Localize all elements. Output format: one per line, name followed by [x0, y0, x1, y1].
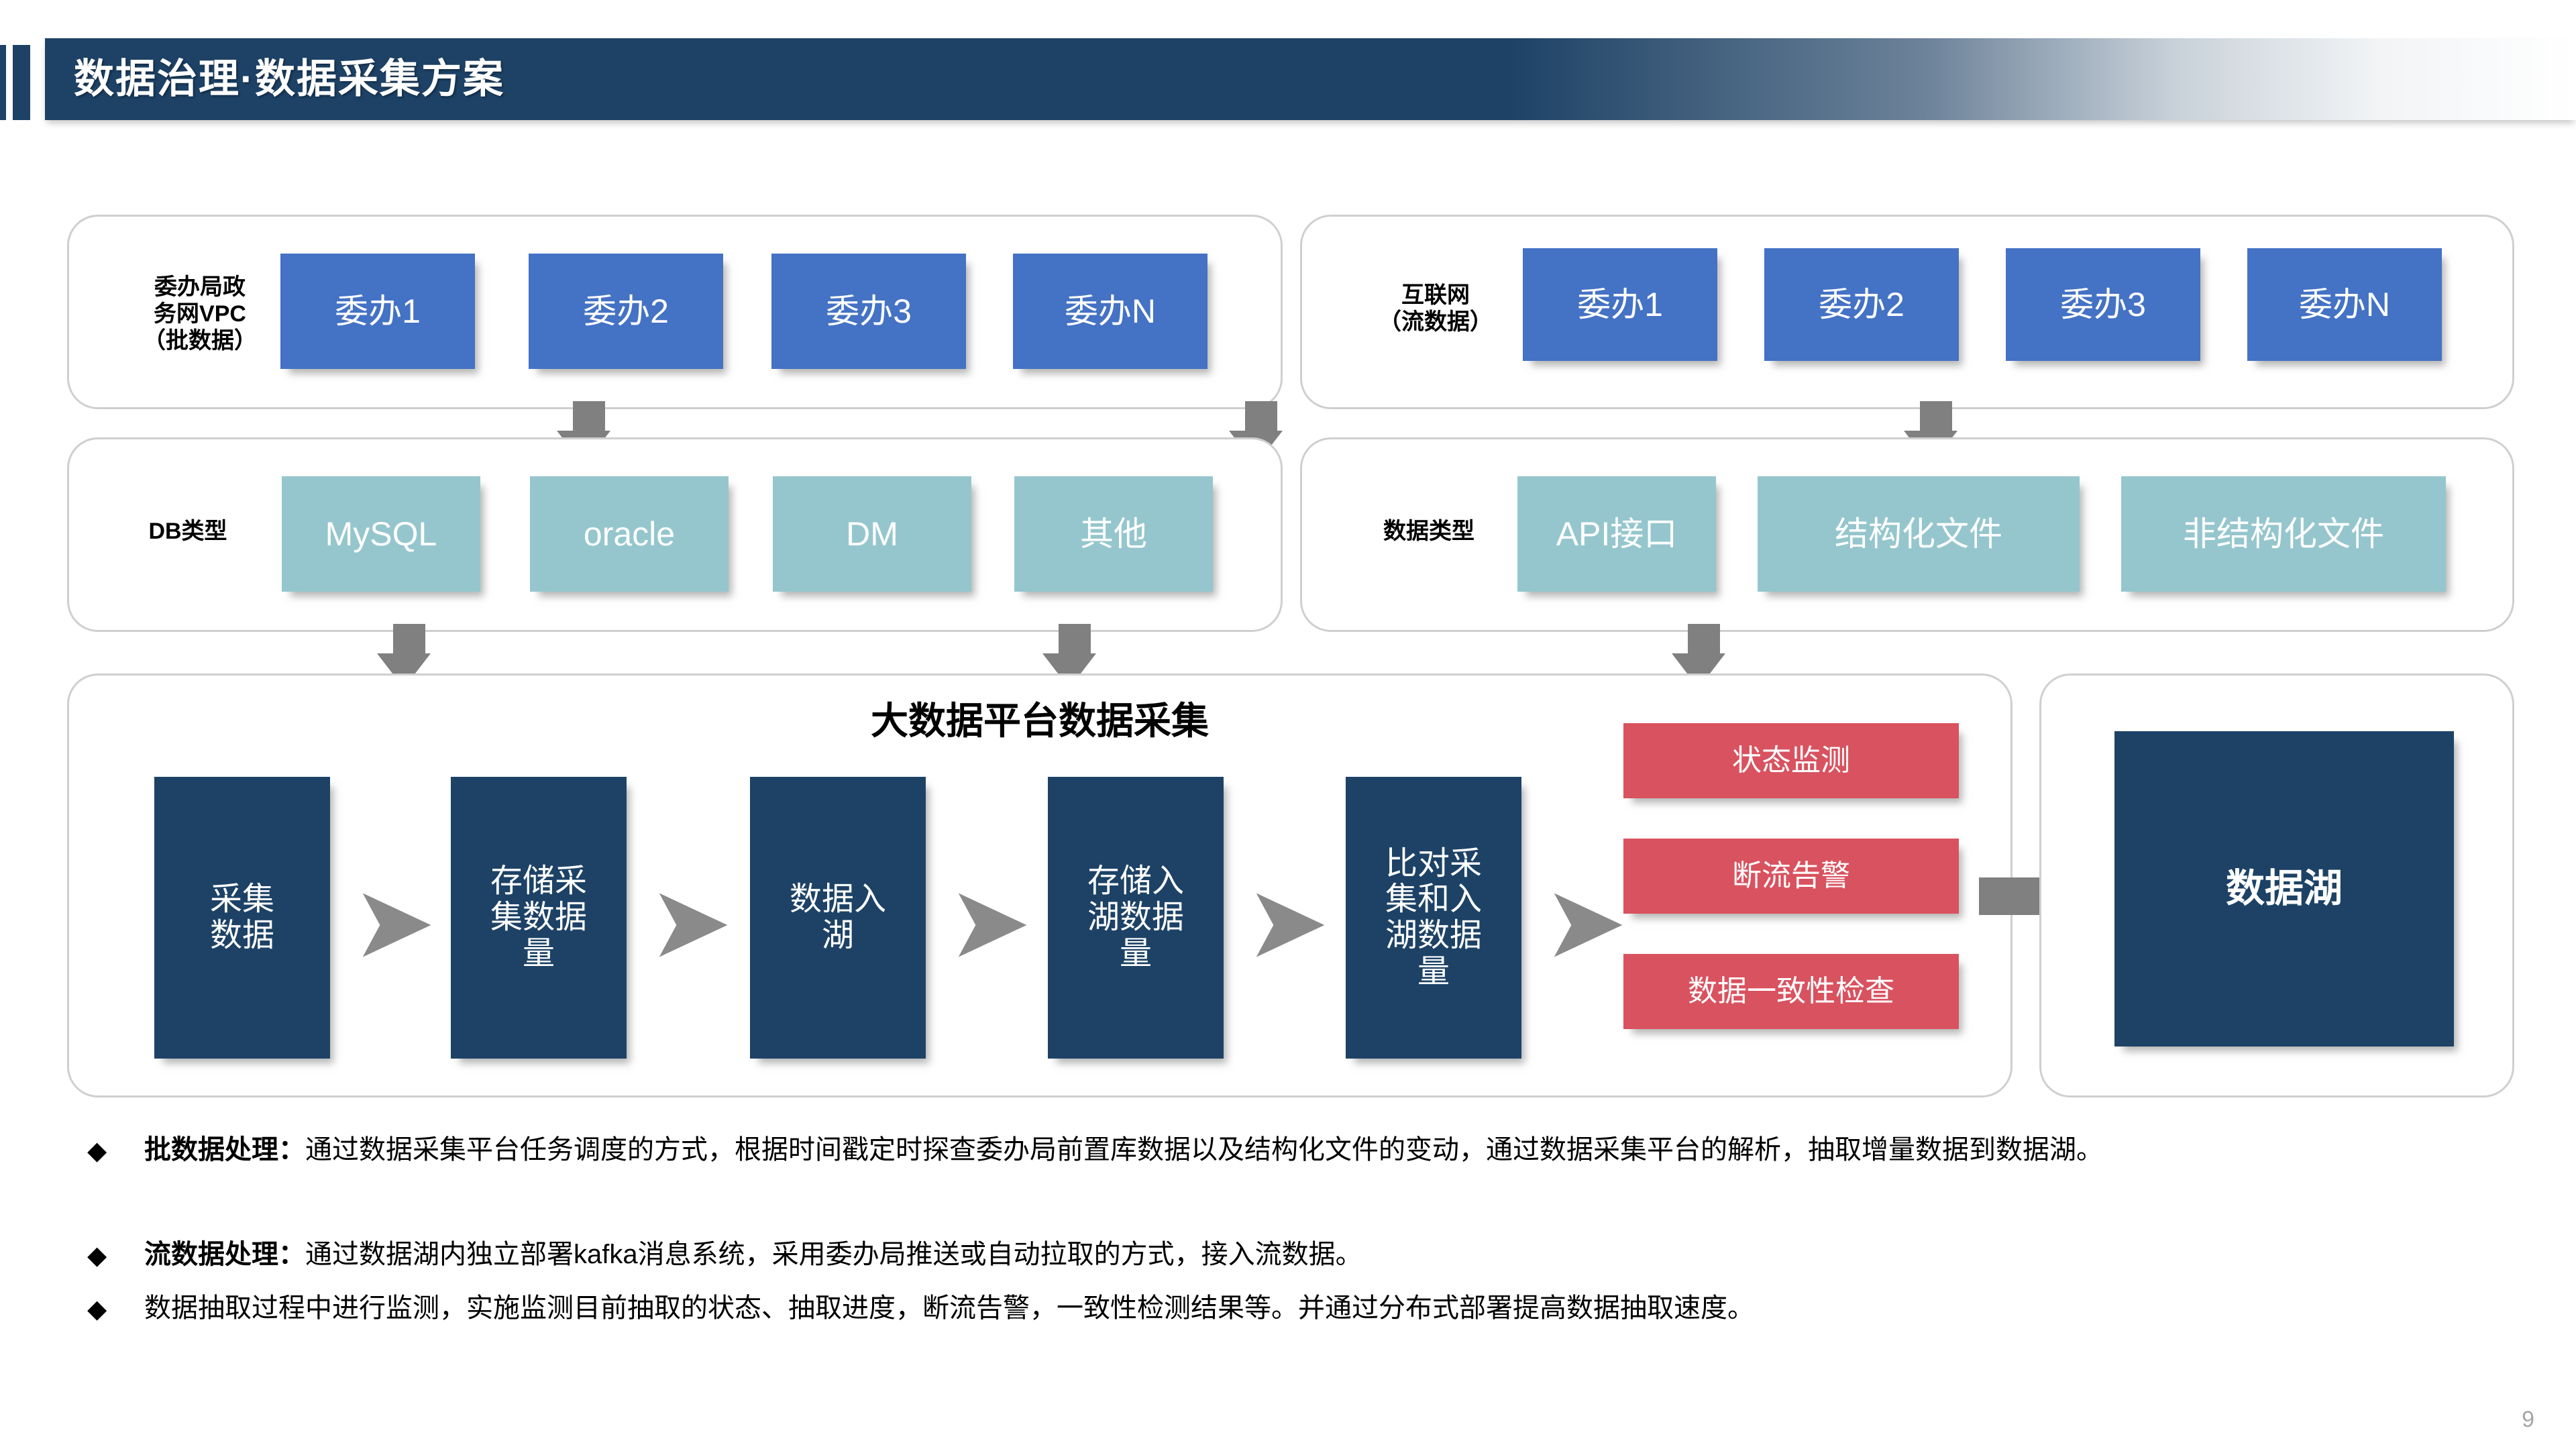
type-card-left-1[interactable]: MySQL — [282, 476, 480, 592]
type-right-panel-label: 数据类型 — [1383, 519, 1474, 544]
bullet-body-1: 通过数据采集平台任务调度的方式，根据时间戳定时探查委办局前置库数据以及结构化文件… — [305, 1135, 2103, 1165]
title-accent-thin-bar — [0, 45, 6, 120]
page-number: 9 — [2522, 1407, 2534, 1432]
list-item: ◆ 数据抽取过程中进行监测，实施监测目前抽取的状态、抽取进度，断流告警，一致性检… — [0, 1287, 2576, 1338]
bullet-bold-2: 流数据处理： — [144, 1240, 305, 1269]
source-right-panel-label: 互联网 （流数据） — [1379, 282, 1493, 335]
process-chevron-4: ➤ — [1245, 864, 1330, 981]
bullet-diamond-icon: ◆ — [87, 1294, 107, 1324]
data-lake-card[interactable]: 数据湖 — [2114, 731, 2454, 1046]
process-chevron-5: ➤ — [1543, 864, 1627, 981]
process-step-1[interactable]: 采集 数据 — [154, 777, 330, 1059]
platform-panel-title: 大数据平台数据采集 — [871, 700, 1209, 742]
process-step-4[interactable]: 存储入 湖数据 量 — [1048, 777, 1224, 1059]
bullet-text-1: 批数据处理：通过数据采集平台任务调度的方式，根据时间戳定时探查委办局前置库数据以… — [144, 1128, 2532, 1172]
slide-title-bar: 数据治理·数据采集方案 — [0, 38, 2576, 120]
title-plate — [45, 38, 2576, 120]
source-card-left-4[interactable]: 委办N — [1013, 254, 1208, 369]
type-card-right-3[interactable]: 非结构化文件 — [2121, 476, 2446, 592]
list-item: ◆ 批数据处理：通过数据采集平台任务调度的方式，根据时间戳定时探查委办局前置库数… — [0, 1128, 2576, 1230]
type-left-panel-label: DB类型 — [148, 519, 227, 544]
type-card-right-2[interactable]: 结构化文件 — [1758, 476, 2080, 592]
source-card-right-4[interactable]: 委办N — [2247, 248, 2442, 361]
process-chevron-3: ➤ — [947, 864, 1032, 981]
bullet-text-3: 数据抽取过程中进行监测，实施监测目前抽取的状态、抽取进度，断流告警，一致性检测结… — [144, 1287, 2532, 1330]
process-step-5[interactable]: 比对采 集和入 湖数据 量 — [1346, 777, 1521, 1059]
bullet-diamond-icon: ◆ — [87, 1136, 107, 1165]
page-title: 数据治理·数据采集方案 — [74, 56, 504, 101]
source-card-left-2[interactable]: 委办2 — [529, 254, 723, 369]
source-card-right-2[interactable]: 委办2 — [1764, 248, 1959, 361]
type-card-left-2[interactable]: oracle — [530, 476, 729, 592]
source-left-panel-label: 委办局政 务网VPC （批数据） — [143, 274, 257, 354]
bullet-diamond-icon: ◆ — [87, 1240, 107, 1270]
monitor-card-2[interactable]: 断流告警 — [1623, 839, 1959, 914]
bullet-list: ◆ 批数据处理：通过数据采集平台任务调度的方式，根据时间戳定时探查委办局前置库数… — [0, 1128, 2576, 1340]
source-card-left-3[interactable]: 委办3 — [771, 254, 966, 369]
monitor-card-1[interactable]: 状态监测 — [1623, 723, 1959, 798]
source-card-left-1[interactable]: 委办1 — [280, 254, 475, 369]
process-step-2[interactable]: 存储采 集数据 量 — [451, 777, 627, 1059]
source-card-right-3[interactable]: 委办3 — [2006, 248, 2200, 361]
source-card-right-1[interactable]: 委办1 — [1523, 248, 1717, 361]
type-card-left-3[interactable]: DM — [773, 476, 971, 592]
monitor-card-3[interactable]: 数据一致性检查 — [1623, 954, 1959, 1029]
title-accent-thick-bar — [13, 45, 30, 120]
list-item: ◆ 流数据处理：通过数据湖内独立部署kafka消息系统，采用委办局推送或自动拉取… — [0, 1233, 2576, 1284]
bullet-body-3: 数据抽取过程中进行监测，实施监测目前抽取的状态、抽取进度，断流告警，一致性检测结… — [144, 1293, 1754, 1323]
bullet-body-2: 通过数据湖内独立部署kafka消息系统，采用委办局推送或自动拉取的方式，接入流数… — [305, 1240, 1362, 1269]
type-card-right-1[interactable]: API接口 — [1517, 476, 1716, 592]
bullet-bold-1: 批数据处理： — [144, 1135, 305, 1165]
type-card-left-4[interactable]: 其他 — [1014, 476, 1213, 592]
process-chevron-1: ➤ — [352, 864, 436, 981]
title-accent-gap — [6, 45, 13, 120]
process-step-3[interactable]: 数据入 湖 — [750, 777, 926, 1059]
process-chevron-2: ➤ — [648, 864, 733, 981]
bullet-text-2: 流数据处理：通过数据湖内独立部署kafka消息系统，采用委办局推送或自动拉取的方… — [144, 1233, 2532, 1277]
